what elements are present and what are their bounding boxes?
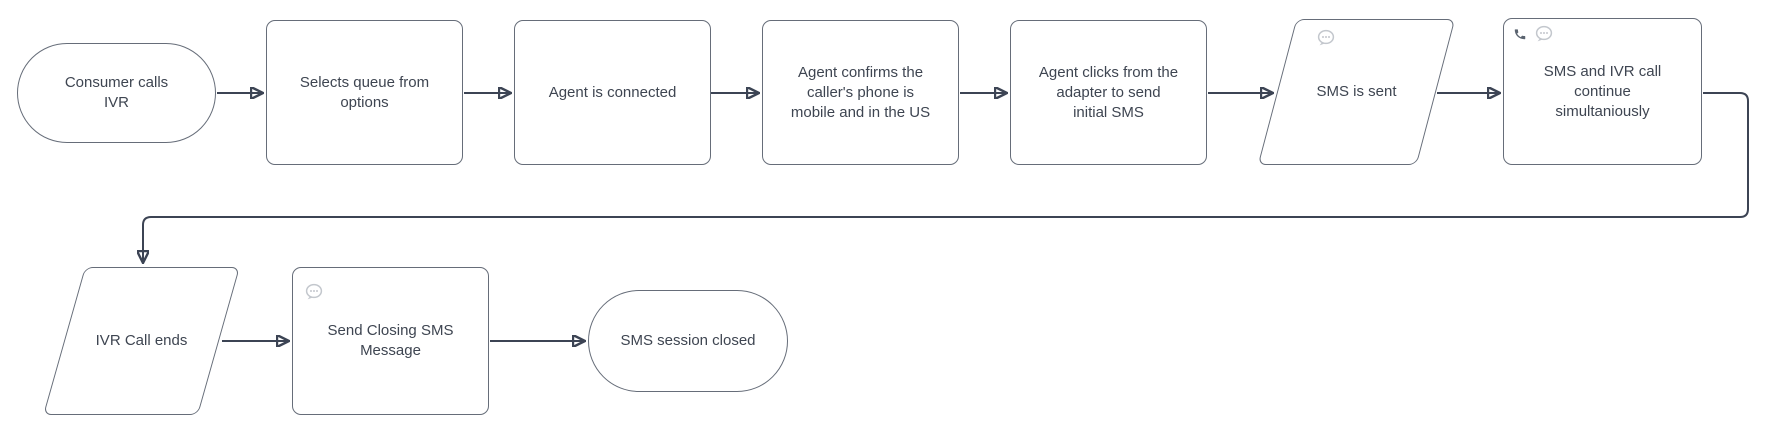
chat-bubble-icon [304,283,324,301]
node-agent-connected: Agent is connected [514,20,711,165]
node-agent-clicks-sms: Agent clicks from the adapter to send in… [1010,20,1207,165]
chat-bubble-icon [1534,25,1554,43]
node-ivr-call-ends: IVR Call ends [43,267,240,415]
node-selects-queue: Selects queue from options [266,20,463,165]
node-label: IVR Call ends [95,332,188,349]
node-label: Agent is connected [548,83,677,101]
node-label: Agent confirms the caller's phone is mob… [790,63,931,121]
node-label: Selects queue from options [299,73,430,111]
node-label: Send Closing SMS Message [327,322,454,359]
chat-bubble-icon [1316,29,1336,47]
node-sms-ivr-continue: SMS and IVR call continue simultaniously [1503,18,1702,165]
node-sms-is-sent: SMS is sent [1257,19,1456,165]
edge-sms-ivr-continue-to-ivr-call-ends [143,92,1749,263]
node-label: SMS and IVR call continue simultaniously [1543,62,1662,120]
node-label: Agent clicks from the adapter to send in… [1038,63,1179,121]
phone-icon [1513,27,1527,41]
node-label: SMS session closed [620,332,756,349]
node-consumer-calls-ivr: Consumer calls IVR [17,43,216,143]
node-send-closing-sms: Send Closing SMS Message [292,267,489,415]
node-sms-session-closed: SMS session closed [588,290,788,392]
node-label: SMS is sent [1316,83,1397,100]
node-agent-confirms: Agent confirms the caller's phone is mob… [762,20,959,165]
node-label: Consumer calls IVR [64,74,169,111]
